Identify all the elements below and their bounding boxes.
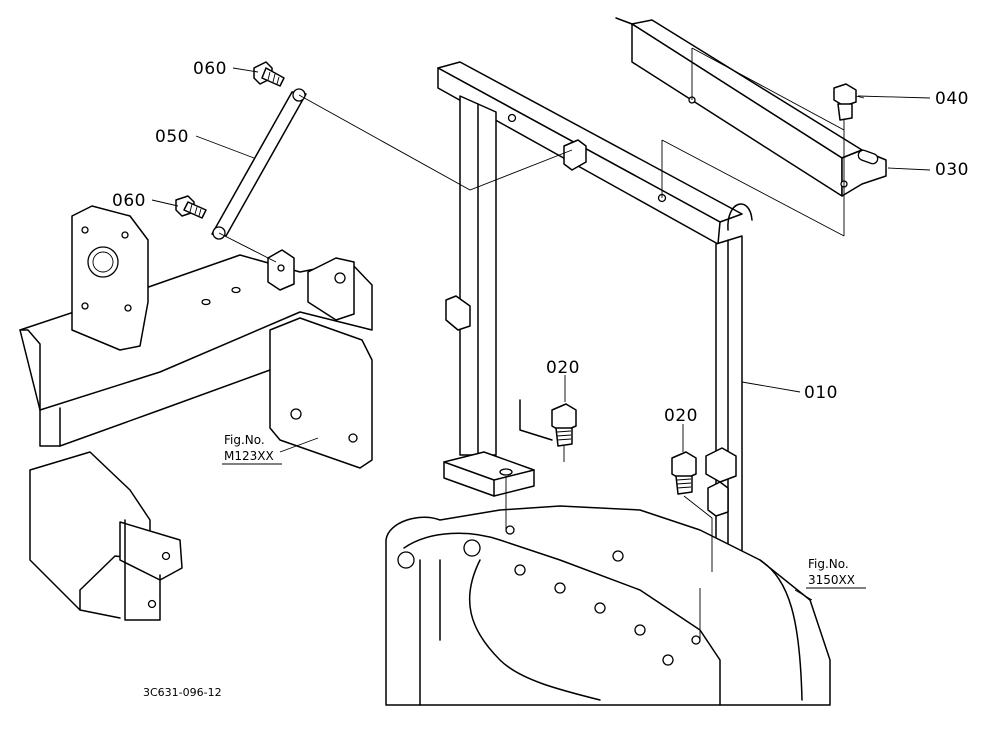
callout-020-right: 020 xyxy=(664,406,698,426)
callout-060-lower: 060 xyxy=(112,191,146,211)
callout-060-upper: 060 xyxy=(193,59,227,79)
callout-050: 050 xyxy=(155,127,189,147)
callout-020-left: 020 xyxy=(546,358,580,378)
ref-right-label: Fig.No. xyxy=(808,557,849,571)
ref-left-number: M123XX xyxy=(224,449,274,463)
stay-050 xyxy=(211,88,307,240)
chassis-frame xyxy=(19,205,373,621)
ref-left-label: Fig.No. xyxy=(224,433,265,447)
frame-010 xyxy=(437,61,761,619)
callout-leaders xyxy=(151,67,931,601)
transmission-housing xyxy=(385,505,831,706)
bolt-040 xyxy=(833,83,857,121)
drawing-code: 3C631-096-12 xyxy=(143,686,222,699)
bolt-020-right xyxy=(671,451,697,495)
callout-030: 030 xyxy=(935,160,969,180)
bolt-060-lower xyxy=(175,195,207,219)
callout-010: 010 xyxy=(804,383,838,403)
bracket-030 xyxy=(615,17,887,197)
bolt-060-upper xyxy=(253,61,285,87)
bolt-020-left xyxy=(551,403,577,447)
alignment-lines xyxy=(218,47,845,640)
ref-right-number: 3150XX xyxy=(808,573,855,587)
callout-040: 040 xyxy=(935,89,969,109)
